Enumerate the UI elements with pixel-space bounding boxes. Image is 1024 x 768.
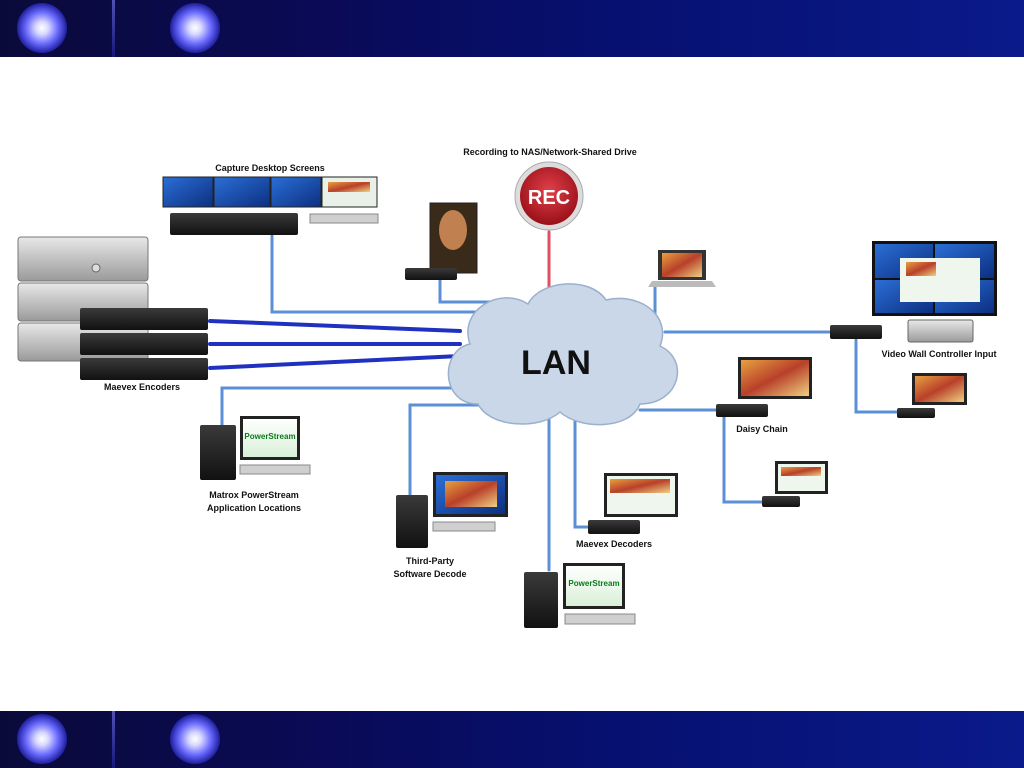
capture-screens — [162, 176, 379, 235]
link-encoder-3 — [208, 354, 462, 370]
encoder-units — [80, 308, 208, 380]
powerstream-label-2: Application Locations — [207, 503, 301, 513]
link-daisy-chain — [722, 414, 767, 504]
lan-cloud: LAN — [447, 283, 679, 426]
videowall-label: Video Wall Controller Input — [881, 349, 996, 359]
video-wall — [830, 241, 997, 343]
portrait-display — [405, 202, 478, 280]
link-portrait — [438, 279, 507, 304]
encoders-label: Maevex Encoders — [104, 382, 180, 392]
laptop — [648, 250, 716, 287]
rec-label: REC — [528, 187, 570, 209]
ps-brand-left: PowerStream — [244, 432, 295, 441]
ps-brand-bottom: PowerStream — [568, 579, 619, 588]
decoders — [588, 473, 678, 534]
streak-decoration — [112, 0, 115, 57]
link-encoder-1 — [208, 319, 462, 333]
rec-button: REC — [514, 161, 584, 231]
streak-decoration — [112, 711, 115, 768]
powerstream-pc-left: PowerStream — [200, 416, 311, 480]
powerstream-pc-bottom: PowerStream — [524, 563, 636, 628]
recording-label: Recording to NAS/Network-Shared Drive — [463, 147, 637, 157]
powerstream-label-1: Matrox PowerStream — [209, 490, 299, 500]
link-lines — [208, 230, 900, 572]
capture-label: Capture Desktop Screens — [215, 163, 325, 173]
daisy-chain-devices — [716, 357, 828, 507]
top-banner — [0, 0, 1024, 57]
orb-decoration-icon — [17, 3, 67, 53]
decoders-label: Maevex Decoders — [576, 539, 652, 549]
link-capture — [270, 234, 502, 314]
link-videowall-branch — [854, 338, 900, 414]
bottom-banner — [0, 711, 1024, 768]
orb-decoration-icon — [170, 714, 220, 764]
thirdparty-label-1: Third-Party — [406, 556, 454, 566]
network-diagram: LAN REC Recording to NAS/Network-Shared … — [17, 147, 997, 628]
thirdparty-pc — [396, 472, 508, 548]
side-monitor — [897, 373, 967, 418]
daisy-label: Daisy Chain — [736, 424, 788, 434]
lan-label: LAN — [521, 344, 591, 382]
link-thirdparty — [408, 403, 497, 497]
orb-decoration-icon — [170, 3, 220, 53]
thirdparty-label-2: Software Decode — [393, 569, 466, 579]
link-decoders — [573, 418, 594, 529]
orb-decoration-icon — [17, 714, 67, 764]
